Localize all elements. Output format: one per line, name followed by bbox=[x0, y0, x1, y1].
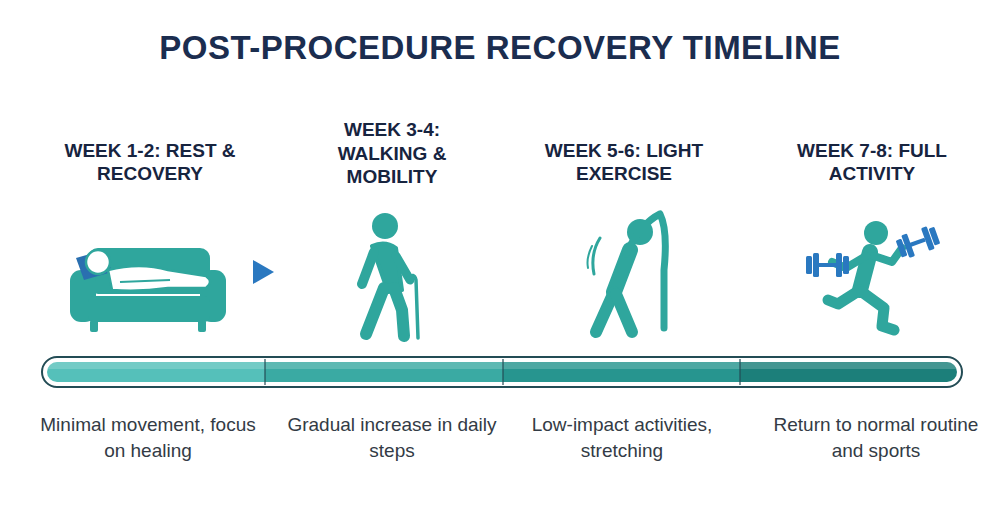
dumbbell-icon bbox=[806, 226, 940, 277]
stage-description: Return to normal routine and sports bbox=[764, 412, 989, 463]
active-icon bbox=[828, 221, 902, 330]
stage-heading: WEEK 5-6: LIGHT EXERCISE bbox=[504, 139, 744, 185]
stage-description: Minimal movement, focus on healing bbox=[36, 412, 261, 463]
progress-arrow bbox=[253, 260, 274, 284]
stage-description: Low-impact activities, stretching bbox=[510, 412, 735, 463]
timeline-bar bbox=[42, 357, 962, 387]
walking-icon bbox=[362, 213, 418, 338]
stage-description: Gradual increase in daily steps bbox=[280, 412, 505, 463]
diagram-title: POST-PROCEDURE RECOVERY TIMELINE bbox=[159, 28, 841, 68]
stage-heading: WEEK 1-2: REST & RECOVERY bbox=[50, 139, 250, 185]
stage-heading: WEEK 3-4: WALKING & MOBILITY bbox=[322, 118, 462, 188]
rest-icon bbox=[70, 248, 226, 332]
stretch-icon bbox=[588, 214, 666, 332]
stage-heading: WEEK 7-8: FULL ACTIVITY bbox=[757, 139, 987, 185]
